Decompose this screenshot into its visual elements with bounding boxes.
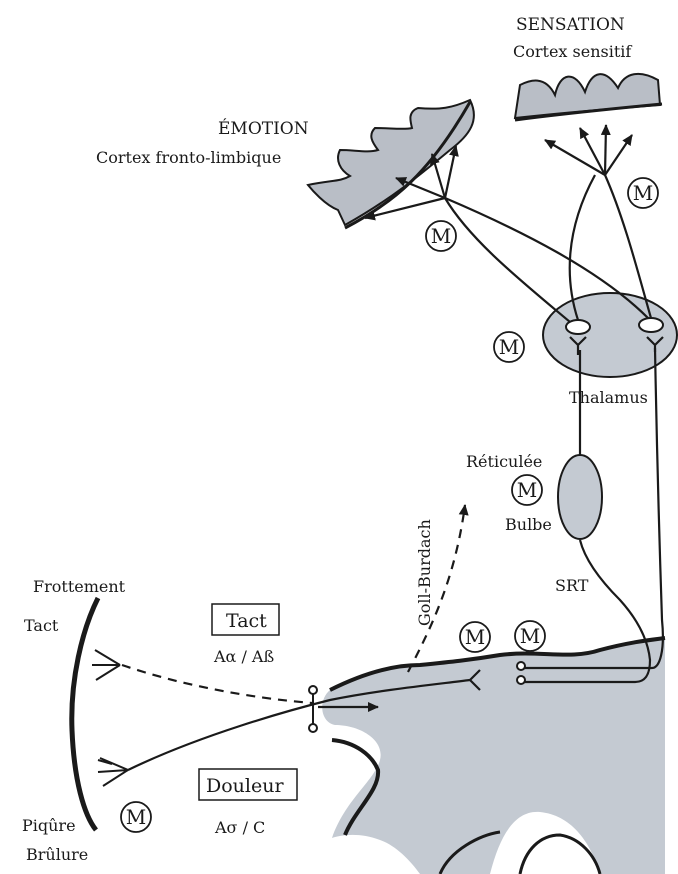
m-label-horn-2: M (520, 624, 540, 648)
m-label-sensory: M (633, 181, 653, 205)
bulbe-reticulee (558, 455, 602, 539)
thalamus (543, 293, 677, 377)
bulbe-label: Bulbe (505, 515, 552, 534)
thalamus-to-emotion-1 (445, 198, 570, 322)
emotion-title: ÉMOTION (218, 118, 309, 139)
tact-fiber (122, 665, 312, 703)
douleur-fiber-types: Aσ / C (214, 818, 265, 837)
brulure-label: Brûlure (26, 845, 88, 864)
sensation-title: SENSATION (516, 15, 625, 35)
sensation-subtitle: Cortex sensitif (513, 42, 632, 61)
pain-receptor (98, 758, 128, 786)
thalamus-nucleus-right (639, 318, 663, 332)
frottement-label: Frottement (33, 577, 126, 596)
tact-receptor (92, 650, 120, 680)
m-label-horn-1: M (465, 625, 485, 649)
sensory-arrow-fan (545, 125, 632, 175)
ascending-pathways (445, 175, 663, 682)
goll-burdach-label: Goll-Burdach (415, 519, 434, 626)
douleur-box-label: Douleur (206, 775, 284, 797)
m-label-thalamus: M (499, 335, 519, 359)
emotion-subtitle: Cortex fronto-limbique (96, 148, 281, 167)
tact-fiber-types: Aα / Aß (213, 647, 274, 666)
skin-surface (72, 598, 98, 830)
m-label-periphery: M (126, 805, 146, 829)
receptor-terminals (92, 650, 128, 786)
thalamus-label: Thalamus (569, 388, 648, 407)
m-label-bulbe: M (517, 478, 537, 502)
tact-box-label: Tact (226, 610, 267, 632)
reticulee-label: Réticulée (466, 452, 542, 471)
gate-control-symbol (309, 686, 317, 732)
m-label-emotion: M (431, 224, 451, 248)
piqure-label: Piqûre (22, 816, 76, 835)
srt-label: SRT (555, 576, 589, 595)
tact-skin-label: Tact (24, 616, 59, 635)
